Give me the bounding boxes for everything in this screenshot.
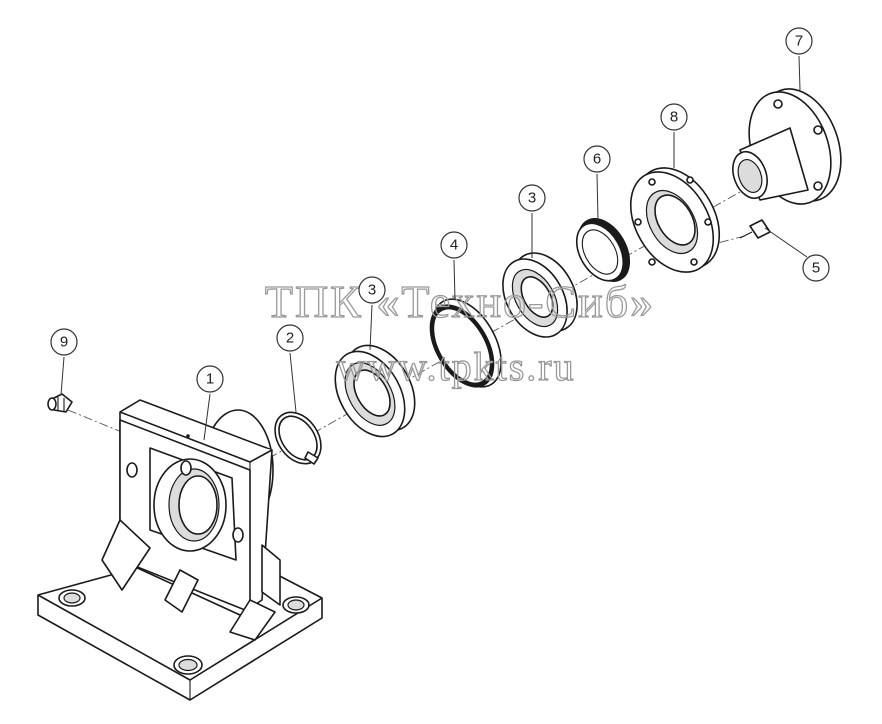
part-7-flanged-hub	[732, 88, 842, 205]
part-9-grease-fitting	[47, 393, 73, 413]
callout-8: 8	[660, 103, 688, 131]
part-8-cover-flange	[629, 167, 721, 273]
callout-3a-label: 3	[368, 282, 376, 299]
part-5-bolt	[739, 219, 771, 239]
callout-3a: 3	[358, 276, 386, 304]
part-3-bearing-a	[334, 344, 416, 438]
watermark-company: ТПК «Техно-Сиб»	[265, 276, 655, 327]
part-4-seal-ring	[429, 298, 502, 388]
callout-5: 5	[802, 254, 830, 282]
callout-3b-label: 3	[528, 190, 536, 207]
part-2-retaining-ring	[274, 411, 322, 465]
watermark-website: www.tpkts.ru	[336, 344, 575, 389]
callout-4-label: 4	[450, 237, 458, 254]
watermark: ТПК «Техно-Сиб» www.tpkts.ru	[264, 275, 655, 389]
callout-4: 4	[440, 231, 468, 259]
callout-5-label: 5	[812, 260, 820, 277]
callout-6-label: 6	[593, 151, 601, 168]
callout-leaders	[60, 55, 808, 441]
part-6-oil-seal	[575, 218, 631, 282]
callout-8-label: 8	[670, 109, 678, 126]
callout-2-label: 2	[286, 330, 294, 347]
callout-1-label: 1	[206, 371, 214, 388]
callout-6: 6	[583, 145, 611, 173]
callout-9-label: 9	[60, 334, 68, 351]
callout-2: 2	[276, 324, 304, 352]
callout-7: 7	[785, 27, 813, 55]
part-3-bearing-b	[502, 252, 578, 338]
callout-1: 1	[196, 365, 224, 393]
callout-7-label: 7	[795, 33, 803, 50]
callout-3b: 3	[518, 184, 546, 212]
part-1-bracket-housing	[37, 399, 323, 701]
callout-9: 9	[50, 328, 78, 356]
